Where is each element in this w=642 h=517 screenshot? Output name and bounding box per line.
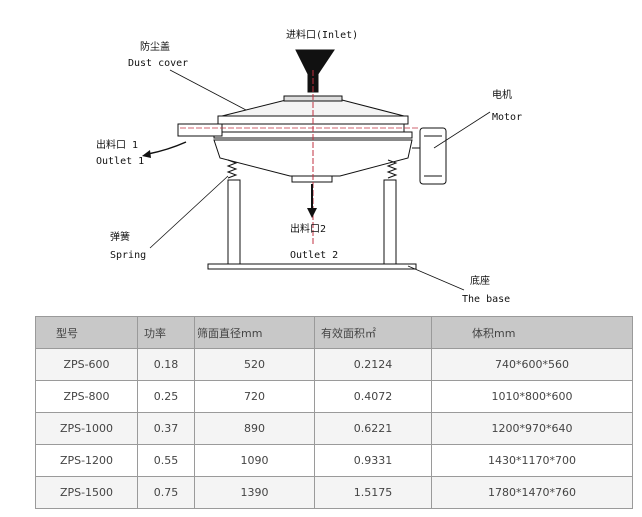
- table-row: ZPS-800 0.25 720 0.4072 1010*800*600: [35, 380, 633, 413]
- cell-model: ZPS-1500: [35, 476, 138, 509]
- base-label-en: The base: [462, 294, 510, 305]
- header-power: 功率: [137, 316, 195, 349]
- cell-area: 1.5175: [314, 476, 432, 509]
- leg-right: [383, 179, 397, 265]
- header-model: 型号: [35, 316, 138, 349]
- spring-left: [226, 159, 238, 179]
- cell-volume: 1780*1470*760: [431, 476, 633, 509]
- dust-cover-label-en: Dust cover: [128, 58, 188, 69]
- sieve-diagram: 进料口(Inlet) 防尘盖 Dust cover 电机 Motor 出料口 1…: [96, 28, 522, 305]
- cell-area: 0.6221: [314, 412, 432, 445]
- table-row: ZPS-600 0.18 520 0.2124 740*600*560: [35, 348, 633, 381]
- cell-diameter: 520: [194, 348, 315, 381]
- table-row: ZPS-1000 0.37 890 0.6221 1200*970*640: [35, 412, 633, 445]
- cell-power: 0.75: [137, 476, 195, 509]
- motor-label-en: Motor: [492, 112, 522, 123]
- spec-table: 型号 功率 筛面直径mm 有效面积㎡ 体积mm ZPS-600 0.18 520…: [35, 316, 633, 509]
- spring-label-cn: 弹簧: [110, 230, 130, 243]
- cell-power: 0.37: [137, 412, 195, 445]
- header-screen-diameter: 筛面直径mm: [194, 316, 315, 349]
- base-plate: [207, 263, 417, 270]
- spring-label-en: Spring: [110, 250, 146, 261]
- cell-volume: 1200*970*640: [431, 412, 633, 445]
- outlet-2-label-en: Outlet 2: [290, 250, 338, 261]
- table-row: ZPS-1200 0.55 1090 0.9331 1430*1170*700: [35, 444, 633, 477]
- cell-model: ZPS-800: [35, 380, 138, 413]
- table-row: ZPS-1500 0.75 1390 1.5175 1780*1470*760: [35, 476, 633, 509]
- outlet-2-label-cn: 出料口2: [290, 222, 326, 235]
- leg-left: [227, 179, 241, 265]
- cell-volume: 1010*800*600: [431, 380, 633, 413]
- header-effective-area: 有效面积㎡: [314, 316, 432, 349]
- inlet-funnel: [295, 49, 335, 93]
- cell-diameter: 1390: [194, 476, 315, 509]
- cell-area: 0.9331: [314, 444, 432, 477]
- cell-model: ZPS-600: [35, 348, 138, 381]
- motor-label-cn: 电机: [492, 88, 512, 101]
- spring-right: [386, 159, 398, 179]
- outlet-1-arrow: [147, 141, 187, 155]
- cell-volume: 1430*1170*700: [431, 444, 633, 477]
- outlet-1-label-cn: 出料口 1: [96, 138, 138, 151]
- cell-power: 0.25: [137, 380, 195, 413]
- cell-diameter: 890: [194, 412, 315, 445]
- cell-power: 0.55: [137, 444, 195, 477]
- outlet-1-label-en: Outlet 1: [96, 156, 144, 167]
- cell-power: 0.18: [137, 348, 195, 381]
- table-header-row: 型号 功率 筛面直径mm 有效面积㎡ 体积mm: [35, 316, 633, 349]
- dust-cover-label-cn: 防尘盖: [140, 40, 170, 53]
- cell-diameter: 1090: [194, 444, 315, 477]
- outlet-1-spout: [177, 123, 223, 137]
- cell-area: 0.2124: [314, 348, 432, 381]
- cell-model: ZPS-1000: [35, 412, 138, 445]
- motor: [419, 127, 447, 185]
- cell-volume: 740*600*560: [431, 348, 633, 381]
- cell-model: ZPS-1200: [35, 444, 138, 477]
- base-label-cn: 底座: [470, 274, 490, 287]
- inlet-label: 进料口(Inlet): [286, 28, 358, 41]
- cell-area: 0.4072: [314, 380, 432, 413]
- header-volume: 体积mm: [431, 316, 633, 349]
- cell-diameter: 720: [194, 380, 315, 413]
